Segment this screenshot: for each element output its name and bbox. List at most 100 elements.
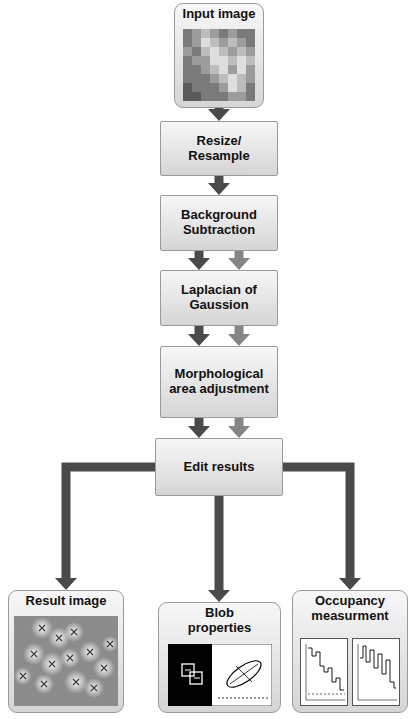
threshold-line: [308, 694, 345, 695]
pixel: [228, 47, 237, 56]
process-box: Edit results: [155, 438, 283, 496]
occupancy-plots: [300, 638, 400, 706]
pixel: [192, 56, 201, 65]
pixel: [192, 38, 201, 47]
blob: [64, 622, 84, 642]
x-mark: [49, 661, 55, 667]
pixel: [219, 65, 228, 74]
pixel: [201, 74, 210, 83]
step-trace: [360, 646, 396, 688]
box-label: Blob properties: [159, 606, 280, 636]
pixel: [201, 38, 210, 47]
pixel: [228, 65, 237, 74]
pixel: [219, 47, 228, 56]
pixel: [210, 56, 219, 65]
pixel: [219, 83, 228, 92]
process-box: Laplacian of Gaussion: [160, 270, 278, 326]
box-label: Laplacian of Gaussion: [161, 283, 277, 313]
pixel: [219, 56, 228, 65]
blob-mark: [185, 670, 200, 678]
x-mark: [73, 679, 79, 685]
box-label: Edit results: [179, 460, 260, 475]
pixel: [183, 92, 192, 101]
pixel-grid: [183, 29, 255, 101]
pixel: [246, 29, 255, 38]
plot-panel: [301, 639, 348, 706]
pixel: [246, 74, 255, 83]
pixel: [210, 83, 219, 92]
output-box: Occupancy measurment: [292, 590, 408, 713]
pixel: [246, 83, 255, 92]
plot-panel: [353, 639, 400, 706]
box-label: Morphological area adjustment: [161, 367, 277, 397]
pixel: [201, 47, 210, 56]
flow-arrow: [215, 108, 224, 109]
flow-arrow: [195, 326, 204, 334]
blob: [93, 657, 115, 679]
blob: [34, 674, 54, 694]
pixel: [228, 83, 237, 92]
pixel: [237, 38, 246, 47]
pixel: [237, 56, 246, 65]
output-box: Blob properties: [158, 602, 281, 713]
pixel: [246, 47, 255, 56]
result-picture: [14, 616, 118, 706]
process-box: Resize/ Resample: [160, 121, 278, 176]
pixel: [183, 83, 192, 92]
pixel: [192, 47, 201, 56]
pixel: [201, 83, 210, 92]
pixel: [237, 47, 246, 56]
blob: [14, 667, 32, 685]
flow-arrow: [283, 467, 350, 578]
pixel: [192, 29, 201, 38]
pixel: [210, 92, 219, 101]
pixel: [183, 29, 192, 38]
ellipse-axes: [230, 664, 258, 684]
flow-arrow: [215, 176, 224, 183]
x-mark: [56, 635, 62, 641]
output-box: Result image: [8, 590, 124, 713]
pixel: [228, 56, 237, 65]
pixel: [246, 65, 255, 74]
input-mosaic: [183, 29, 255, 101]
pixel: [219, 38, 228, 47]
pixel: [228, 38, 237, 47]
pixel: [192, 83, 201, 92]
binary-half: [168, 644, 212, 706]
pixel: [192, 92, 201, 101]
x-mark: [71, 629, 77, 635]
pixel: [192, 65, 201, 74]
x-mark: [101, 665, 107, 671]
flow-arrow: [235, 326, 244, 334]
reference-line: [218, 698, 268, 699]
pixel: [210, 65, 219, 74]
pixel: [201, 65, 210, 74]
pixel: [237, 83, 246, 92]
pixel: [237, 74, 246, 83]
picture-ground: [14, 616, 118, 706]
pixel: [183, 38, 192, 47]
pixel: [237, 29, 246, 38]
box-label: Occupancy measurment: [293, 594, 407, 624]
pixel: [210, 29, 219, 38]
process-box: Morphological area adjustment: [160, 346, 278, 418]
flow-arrow: [195, 251, 204, 258]
pixel: [201, 29, 210, 38]
pixel: [237, 65, 246, 74]
flow-arrow: [66, 467, 155, 578]
plot-axes: [306, 644, 397, 700]
blob: [102, 636, 118, 652]
pixel: [246, 38, 255, 47]
blob: [60, 648, 80, 668]
pixel: [183, 47, 192, 56]
pixel: [246, 56, 255, 65]
pixel: [228, 74, 237, 83]
detection-marks: [20, 625, 113, 691]
pixel: [219, 29, 228, 38]
flow-arrow: [215, 496, 224, 590]
x-mark: [87, 649, 93, 655]
pixel: [192, 74, 201, 83]
x-mark: [91, 685, 97, 691]
pixel: [246, 92, 255, 101]
pixel: [219, 74, 228, 83]
